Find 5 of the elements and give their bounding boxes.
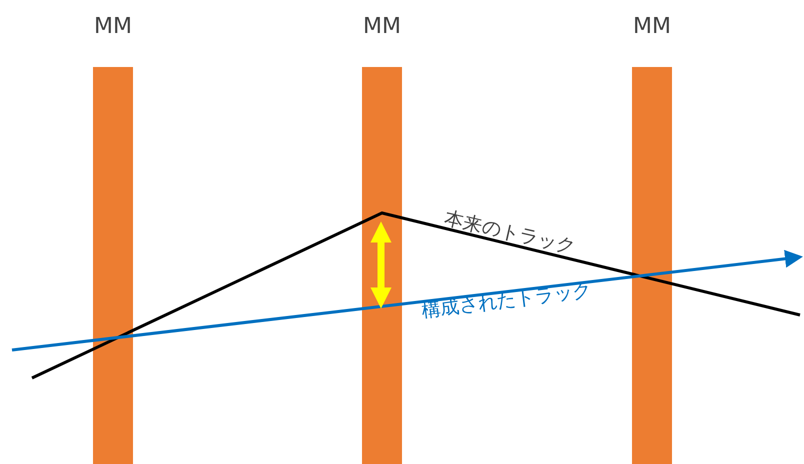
layer-label: MM bbox=[93, 14, 133, 39]
layer-label: MM bbox=[632, 14, 672, 39]
track-label: 構成されたトラック bbox=[420, 278, 593, 324]
track-label: 本来のトラック bbox=[442, 206, 578, 260]
layer-label: MM bbox=[362, 14, 402, 39]
